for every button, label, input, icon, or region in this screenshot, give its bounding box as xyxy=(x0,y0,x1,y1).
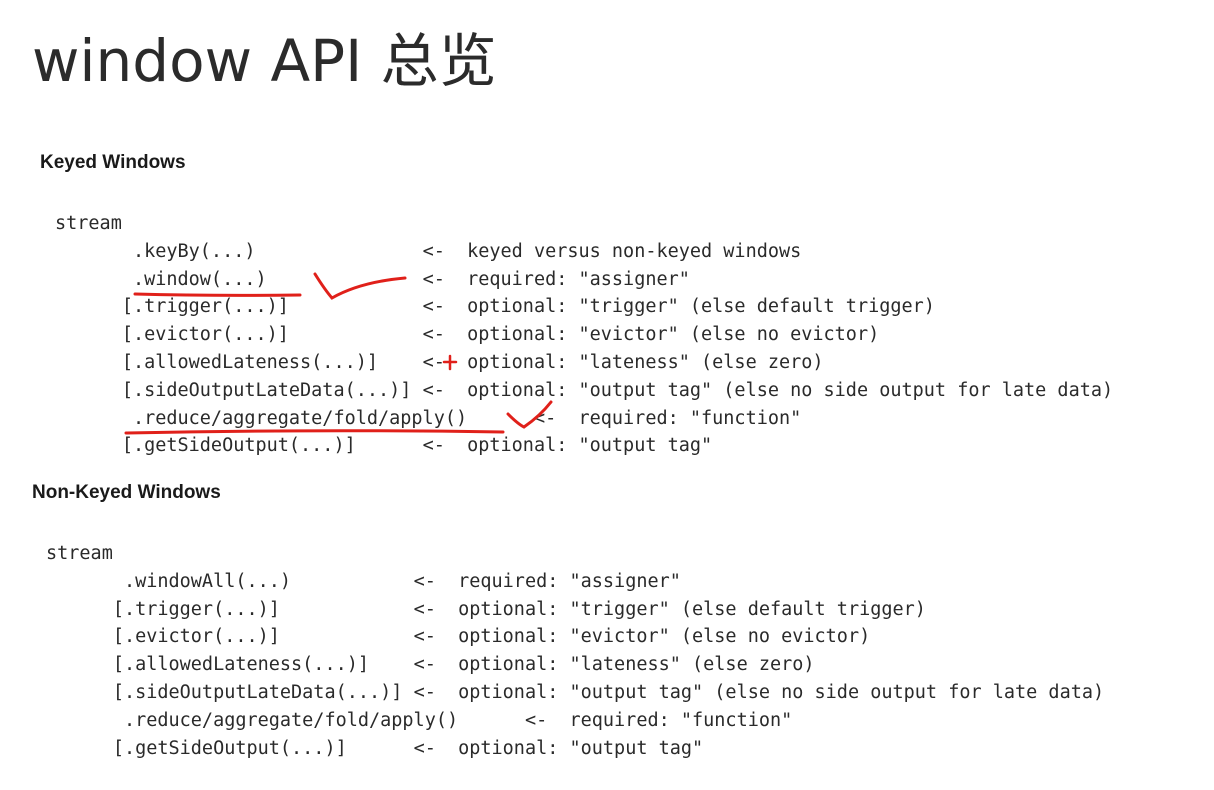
keyed-code-block: stream .keyBy(...) <- keyed versus non-k… xyxy=(55,210,1113,460)
non-keyed-code-block: stream .windowAll(...) <- required: "ass… xyxy=(46,540,1104,762)
code-line: stream xyxy=(46,543,113,564)
code-line: [.getSideOutput(...)] <- optional: "outp… xyxy=(46,737,704,759)
page-title: window API 总览 xyxy=(32,27,497,95)
code-line: [.sideOutputLateData(...)] <- optional: … xyxy=(55,379,1114,401)
code-line: [.trigger(...)] <- optional: "trigger" (… xyxy=(46,598,926,620)
code-line: stream xyxy=(55,213,122,234)
code-line: [.trigger(...)] <- optional: "trigger" (… xyxy=(55,296,935,318)
code-line: .windowAll(...) <- required: "assigner" xyxy=(46,570,681,592)
code-line: .keyBy(...) <- keyed versus non-keyed wi… xyxy=(55,240,802,262)
code-line: .window(...) <- required: "assigner" xyxy=(55,268,690,290)
code-line: [.sideOutputLateData(...)] <- optional: … xyxy=(46,681,1105,703)
code-line: [.allowedLateness(...)] <- optional: "la… xyxy=(55,351,824,373)
keyed-windows-heading: Keyed Windows xyxy=(40,152,186,173)
code-line: [.evictor(...)] <- optional: "evictor" (… xyxy=(55,324,880,346)
code-line: .reduce/aggregate/fold/apply() <- requir… xyxy=(55,407,802,429)
code-line: .reduce/aggregate/fold/apply() <- requir… xyxy=(46,709,793,731)
code-line: [.getSideOutput(...)] <- optional: "outp… xyxy=(55,435,713,457)
code-line: [.evictor(...)] <- optional: "evictor" (… xyxy=(46,626,871,648)
non-keyed-windows-heading: Non-Keyed Windows xyxy=(32,482,221,503)
code-line: [.allowedLateness(...)] <- optional: "la… xyxy=(46,654,815,676)
